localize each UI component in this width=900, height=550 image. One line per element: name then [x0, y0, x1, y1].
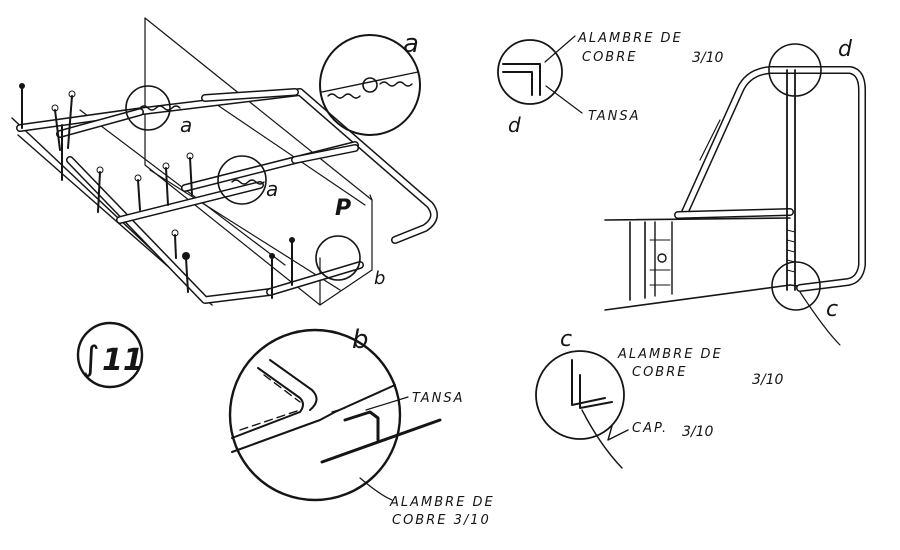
- detail-d-small: ALAMBRE DE COBRE 3/10 TANSA d: [497, 31, 724, 137]
- figure-number: 11: [102, 343, 144, 378]
- label-a-detail: a: [403, 29, 419, 59]
- b-wire-line1: ALAMBRE DE: [389, 495, 495, 510]
- c-wire-line2: COBRE: [632, 365, 687, 380]
- label-a-left: a: [180, 113, 192, 137]
- label-d-small: d: [508, 113, 521, 137]
- c-cap: CAP.: [632, 421, 668, 436]
- b-wire-line2: COBRE 3/10: [392, 513, 491, 528]
- wing-frame-perspective: a a P b: [11, 17, 438, 306]
- figure-prefix: ∫: [82, 339, 100, 379]
- fuselage-structure: d c: [604, 37, 866, 346]
- c-wire-line1: ALAMBRE DE: [617, 347, 723, 362]
- label-b-detail: b: [352, 325, 369, 355]
- label-b-left: b: [374, 268, 385, 289]
- d-wire-size: 3/10: [692, 50, 724, 66]
- d-wire-line2: COBRE: [582, 50, 637, 65]
- b-tansa: TANSA: [412, 391, 465, 406]
- label-c-detail: c: [560, 327, 572, 352]
- detail-c-enlarged: c ALAMBRE DE COBRE 3/10 CAP. 3/10: [535, 327, 784, 469]
- label-p: P: [335, 196, 351, 221]
- detail-a-enlarged: a: [319, 29, 421, 136]
- label-d-right: d: [838, 37, 853, 62]
- c-cap-size: 3/10: [682, 424, 714, 440]
- detail-b-enlarged: TANSA ALAMBRE DE COBRE 3/10 b: [228, 325, 495, 528]
- d-wire-line1: ALAMBRE DE: [577, 31, 683, 46]
- pins: [19, 83, 295, 299]
- c-wire-size: 3/10: [752, 372, 784, 388]
- label-c-right: c: [826, 297, 838, 322]
- d-tansa: TANSA: [588, 109, 641, 124]
- label-a-mid: a: [266, 177, 278, 201]
- figure-number-badge: ∫ 11: [76, 321, 144, 389]
